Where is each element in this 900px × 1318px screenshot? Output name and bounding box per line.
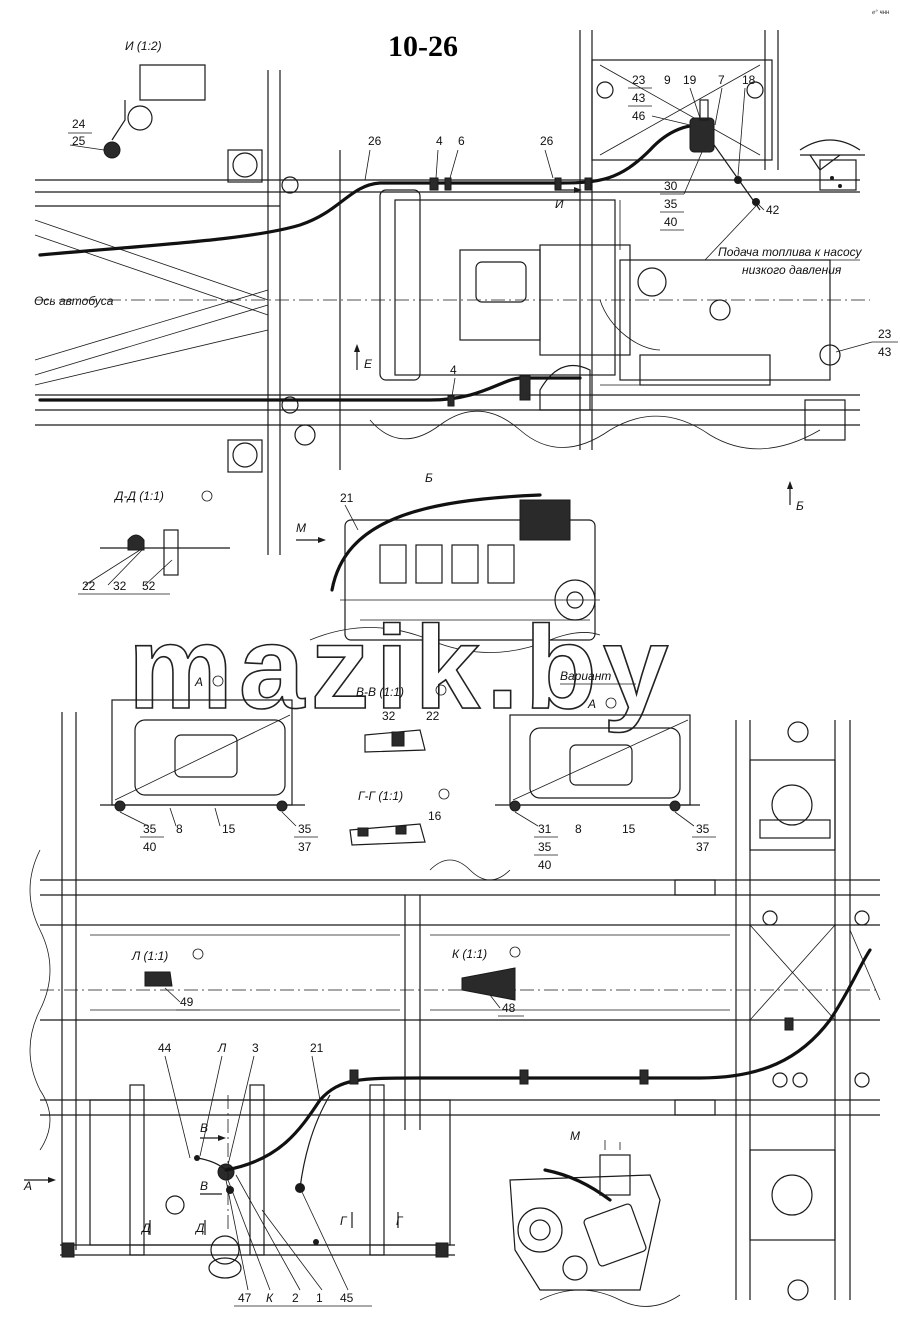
callout-47: 47 — [238, 1291, 252, 1305]
callout-49: 49 — [180, 995, 194, 1009]
view-a-left-label: А — [194, 675, 203, 689]
view-dd-label: Д-Д (1:1) — [113, 489, 164, 503]
view-l-label: Л (1:1) — [131, 949, 168, 963]
engine-side-view: М 21 — [296, 491, 601, 653]
callout-26-left: 26 — [368, 134, 382, 148]
sheet-number: 10-26 — [388, 30, 458, 63]
arrow-g-label: Г — [340, 1214, 348, 1228]
bottom-labels: 44 Л 3 21 В В А Д Д Г Г 47 К 2 1 45 — [23, 1041, 404, 1307]
view-vv-detail: В-В (1:1) 32 22 Г-Г (1:1) 16 — [349, 684, 450, 846]
callout-16: 16 — [428, 809, 442, 823]
view-i-label: И (1:2) — [125, 39, 162, 53]
callout-18: 18 — [742, 73, 756, 87]
view-b-label: Б — [425, 471, 433, 485]
variant-label: Вариант — [560, 669, 611, 683]
view-a-left: А 35 40 8 15 35 37 — [100, 675, 318, 854]
view-a-right-label: А — [587, 697, 596, 711]
callout-37-ar: 37 — [696, 840, 710, 854]
arrow-d-label: Д — [140, 1221, 151, 1235]
view-m-detail: М — [509, 1129, 681, 1307]
callout-23-top: 23 — [632, 73, 646, 87]
callout-15-ar: 15 — [622, 822, 636, 836]
view-k-detail: К (1:1) 48 — [452, 946, 524, 1017]
callout-26-right: 26 — [540, 134, 554, 148]
callout-22-vv: 22 — [426, 709, 440, 723]
callout-1: 1 — [316, 1291, 323, 1305]
callout-32-dd: 32 — [113, 579, 127, 593]
arrow-v-bot-label: В — [200, 1179, 208, 1193]
callout-8-ar: 8 — [575, 822, 582, 836]
callout-4-lower: 4 — [450, 363, 457, 377]
callout-31-ar: 31 — [538, 822, 552, 836]
arrow-e-label: Е — [364, 357, 373, 371]
view-k-label: К (1:1) — [452, 947, 487, 961]
callout-8-al: 8 — [176, 822, 183, 836]
arrow-g2-label: Г — [396, 1214, 404, 1228]
callout-7: 7 — [718, 73, 725, 87]
arrow-a-label: А — [23, 1179, 32, 1193]
callout-25: 25 — [72, 134, 86, 148]
callout-35-top: 35 — [664, 197, 678, 211]
callout-l-letter: Л — [217, 1041, 227, 1055]
fuel-note-line1: Подача топлива к насосу — [718, 245, 862, 259]
arrow-d2-label: Д — [194, 1221, 205, 1235]
arrow-m-label: М — [296, 521, 306, 535]
callout-45: 45 — [340, 1291, 354, 1305]
view-dd-detail: Д-Д (1:1) 22 32 52 — [78, 489, 230, 595]
callout-35-al2: 35 — [298, 822, 312, 836]
callout-3: 3 — [252, 1041, 259, 1055]
callout-52: 52 — [142, 579, 156, 593]
callout-37-al: 37 — [298, 840, 312, 854]
view-vv-label: В-В (1:1) — [356, 685, 404, 699]
view-l-detail: Л (1:1) 49 — [131, 948, 204, 1011]
arrow-i-label: И — [555, 197, 564, 211]
callout-43-right: 43 — [878, 345, 892, 359]
top-chassis-view — [34, 30, 870, 555]
top-view-labels: 26 4 6 26 4 Ось автобуса Е И Б Б — [34, 134, 804, 513]
callout-21-engine: 21 — [340, 491, 354, 505]
callout-15-al: 15 — [222, 822, 236, 836]
callout-k-letter: К — [266, 1291, 274, 1305]
view-a-right-variant: Вариант А 31 35 40 8 15 35 37 — [495, 669, 716, 872]
view-m-label: М — [570, 1129, 580, 1143]
bus-axis-note: Ось автобуса — [34, 294, 114, 308]
view-i-detail: И (1:2) 24 25 — [68, 39, 206, 159]
callout-30: 30 — [664, 179, 678, 193]
callout-19: 19 — [683, 73, 697, 87]
top-right-callouts: 23 43 46 9 19 7 18 30 35 40 42 Подача то… — [628, 73, 898, 359]
view-gg-label: Г-Г (1:1) — [358, 789, 403, 803]
callout-2: 2 — [292, 1291, 299, 1305]
callout-44: 44 — [158, 1041, 172, 1055]
corner-mark: ℯ° ҹнн — [872, 10, 889, 16]
callout-23-right: 23 — [878, 327, 892, 341]
callout-42: 42 — [766, 203, 780, 217]
bottom-chassis-view — [29, 712, 881, 1301]
callout-24: 24 — [72, 117, 86, 131]
fuel-note-line2: низкого давления — [742, 263, 842, 277]
callout-35-al: 35 — [143, 822, 157, 836]
callout-43-top: 43 — [632, 91, 646, 105]
callout-40-al: 40 — [143, 840, 157, 854]
callout-40-top: 40 — [664, 215, 678, 229]
callout-32-vv: 32 — [382, 709, 396, 723]
watermark: mazik.by — [128, 602, 674, 734]
callout-22-dd: 22 — [82, 579, 96, 593]
callout-35-ar2: 35 — [696, 822, 710, 836]
callout-4-top: 4 — [436, 134, 443, 148]
arrow-v-top-label: В — [200, 1121, 208, 1135]
callout-46: 46 — [632, 109, 646, 123]
callout-35-ar: 35 — [538, 840, 552, 854]
callout-9: 9 — [664, 73, 671, 87]
arrow-b-label: Б — [796, 499, 804, 513]
callout-48: 48 — [502, 1001, 516, 1015]
callout-40-ar: 40 — [538, 858, 552, 872]
callout-21-bottom: 21 — [310, 1041, 324, 1055]
callout-6: 6 — [458, 134, 465, 148]
